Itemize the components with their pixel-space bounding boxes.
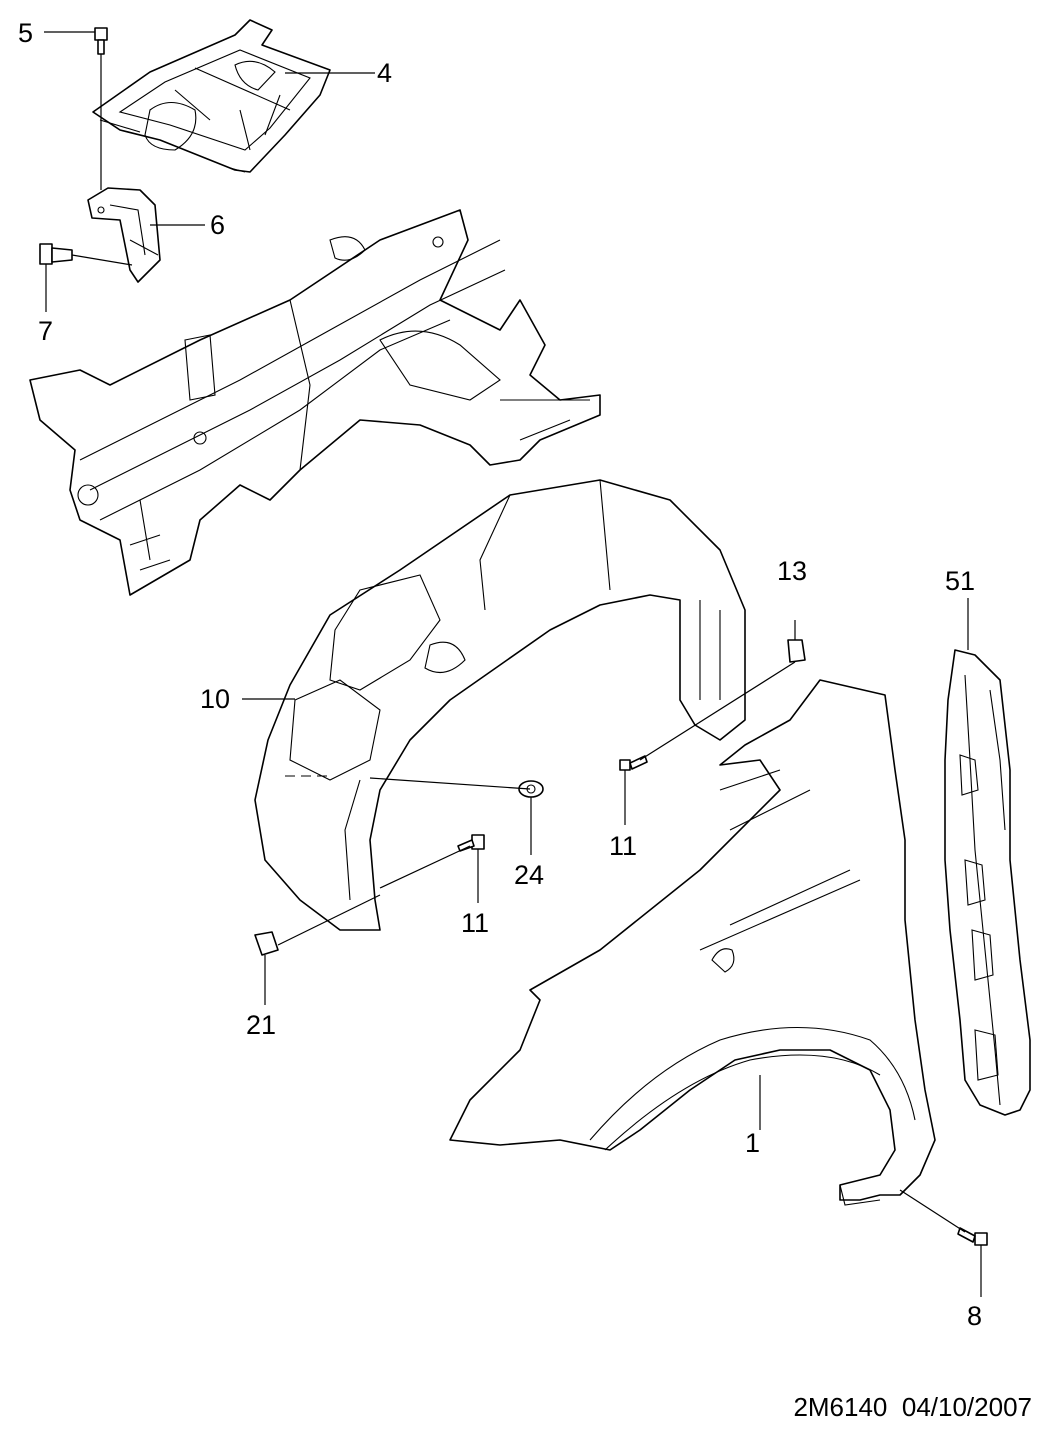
callout-21: 21 [246,1010,276,1040]
leader-lines [44,31,982,1297]
diagram-date: 04/10/2007 [901,1392,1032,1422]
screw-11b-part [457,834,485,852]
callout-4: 4 [377,58,392,88]
bolt-5-part [94,27,108,190]
callout-10: 10 [200,684,230,714]
callout-13: 13 [777,556,807,586]
screw-8-part [957,1227,988,1246]
wheelhouse-liner-part [254,479,746,931]
callout-5: 5 [18,18,33,48]
diagram-code: 2M6140 [793,1392,888,1422]
screw-11a-part [619,755,648,771]
bolt-7-part [39,243,133,266]
callout-24: 24 [514,860,544,890]
callout-11-lower: 11 [461,908,489,938]
callout-11-upper: 11 [609,831,637,861]
front-frame-rail-part [29,209,601,596]
callout-1: 1 [745,1128,760,1158]
battery-tray-part [92,19,331,173]
clip-13-part [787,620,806,663]
callout-labels: 5 4 6 7 10 13 51 11 24 11 21 1 8 [18,18,982,1331]
callout-6: 6 [210,210,225,240]
callout-7: 7 [38,316,53,346]
diagram-footer: 2M6140 04/10/2007 [793,1392,1032,1423]
fender-seal-part [944,649,1031,1116]
callout-51: 51 [945,566,975,596]
callout-8: 8 [967,1301,982,1331]
fender-part [449,679,936,1206]
clip-21-part [254,931,279,956]
bracket-6-part [87,187,161,283]
